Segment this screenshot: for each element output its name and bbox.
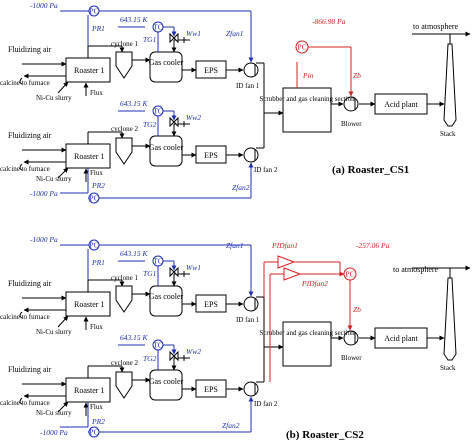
pc-label: PC xyxy=(89,7,98,16)
eps-label-2: EPS xyxy=(204,385,218,394)
cyclone-1-label: cyclone 1 xyxy=(111,40,139,48)
blower-label: Blower xyxy=(341,120,362,128)
stack-label: Stack xyxy=(440,130,456,138)
p-r2-label: PR2 xyxy=(91,181,105,190)
roaster-2-label: Roaster 1 xyxy=(74,152,104,161)
w-w1-label: Ww1 xyxy=(186,263,201,272)
p-idfan1-label: PIDfan1 xyxy=(271,241,298,250)
slurry-label-2: Ni-Cu slurry xyxy=(36,175,72,183)
roaster-2-label: Roaster 1 xyxy=(74,386,104,395)
roaster-1-label: Roaster 1 xyxy=(74,300,104,309)
id-fan-2-label: ID fan 2 xyxy=(254,400,278,408)
w-w2-label: Ww2 xyxy=(186,347,201,356)
z-b-label: Zb xyxy=(353,305,361,314)
z-fan2-label: Zfan2 xyxy=(222,421,240,430)
calcine-label-2: calcine to furnace xyxy=(0,165,50,173)
eps-label-2: EPS xyxy=(204,151,218,160)
fluidizing-air-2: Fluidizing air xyxy=(8,131,52,140)
calcine-label-1: calcine to furnace xyxy=(0,79,50,87)
scrubber-label: Scrubber and gas cleaning section xyxy=(259,95,355,103)
pc-label-2: PC xyxy=(89,428,98,437)
p-r2-label: PR2 xyxy=(91,417,105,426)
gas-cooler-label-2: Gas cooler xyxy=(149,377,184,386)
gas-cooler-label-2: Gas cooler xyxy=(149,143,184,152)
p-r1-label: PR1 xyxy=(91,258,105,267)
stack-label: Stack xyxy=(440,364,456,372)
fluidizing-air-1: Fluidizing air xyxy=(8,279,52,288)
acid-plant-label: Acid plant xyxy=(384,334,418,343)
panel-a: -1000 Pa PC PR1 643.15 K TC TG1 Ww1 Zfan… xyxy=(0,1,470,203)
roaster-1-label: Roaster 1 xyxy=(74,66,104,75)
panel-b-title: (b) Roaster_CS2 xyxy=(286,429,364,441)
tc-label-2: TC xyxy=(153,341,163,350)
pc-label-2: PC xyxy=(89,194,98,203)
z-fan2-label: Zfan2 xyxy=(232,183,250,192)
fluidizing-air-1: Fluidizing air xyxy=(8,45,52,54)
pc-label: PC xyxy=(89,241,98,250)
slurry-label-1: Ni-Cu slurry xyxy=(36,328,72,336)
red-setpoint: -257.06 Pa xyxy=(356,241,390,250)
cyclone-1-label: cyclone 1 xyxy=(111,274,139,282)
z-fan1-label: Zfan1 xyxy=(226,29,244,38)
red-pc-label: PC xyxy=(297,43,306,52)
flux-label-1: Flux xyxy=(90,89,103,97)
id-fan-1-label: ID fan 1 xyxy=(236,82,260,90)
panel-b: -1000 Pa PC PR1 643.15 K TC TG1 Ww1 Zfan… xyxy=(0,235,470,441)
cyclone-2-label: cyclone 2 xyxy=(111,359,139,367)
pressure-setpoint-bottom: -1000 Pa xyxy=(40,428,68,437)
flux-label-2: Flux xyxy=(90,169,103,177)
calcine-label-2: calcine to furnace xyxy=(0,399,50,407)
gas-cooler-label: Gas cooler xyxy=(149,292,184,301)
p-r1-label: PR1 xyxy=(91,24,105,33)
scrubber-label: Scrubber and gas cleaning section xyxy=(259,329,355,337)
temp-setpoint-1: 643.15 K xyxy=(120,15,149,24)
slurry-label-1: Ni-Cu slurry xyxy=(36,94,72,102)
temp-setpoint-2: 643.15 K xyxy=(120,99,149,108)
id-fan-1-label: ID fan 1 xyxy=(236,316,260,324)
pressure-setpoint-top: -1000 Pa xyxy=(30,1,58,10)
to-atmosphere-label: to atmosphere xyxy=(413,22,459,31)
red-setpoint: -866.98 Pa xyxy=(312,17,346,26)
id-fan-2-label: ID fan 2 xyxy=(254,166,278,174)
t-g2-label: TG2 xyxy=(143,354,157,363)
w-w1-label: Ww1 xyxy=(186,29,201,38)
pressure-setpoint-bottom: -1000 Pa xyxy=(30,189,58,198)
calcine-label-1: calcine to furnace xyxy=(0,313,50,321)
eps-label: EPS xyxy=(204,300,218,309)
red-pc-label: PC xyxy=(345,270,354,279)
w-w2-label: Ww2 xyxy=(186,113,201,122)
gas-cooler-label: Gas cooler xyxy=(149,58,184,67)
cyclone-2-label: cyclone 2 xyxy=(111,125,139,133)
temp-setpoint-1: 643.15 K xyxy=(120,249,149,258)
flux-label-2: Flux xyxy=(90,403,103,411)
tc-label: TC xyxy=(153,257,163,266)
eps-label: EPS xyxy=(204,66,218,75)
z-fan1-label: Zfan1 xyxy=(226,241,244,250)
acid-plant-label: Acid plant xyxy=(384,100,418,109)
tc-label: TC xyxy=(153,23,163,32)
fluidizing-air-2: Fluidizing air xyxy=(8,365,52,374)
p-in-label: Pin xyxy=(302,71,314,80)
z-b-label: Zb xyxy=(353,71,361,80)
p-idfan2-label: PIDfan2 xyxy=(301,279,328,288)
flux-label-1: Flux xyxy=(90,323,103,331)
to-atmosphere-label: to atmosphere xyxy=(393,265,439,274)
tc-label-2: TC xyxy=(153,107,163,116)
t-g2-label: TG2 xyxy=(143,120,157,129)
blower-label: Blower xyxy=(341,354,362,362)
red-pc-controller xyxy=(343,267,357,281)
panel-a-title: (a) Roaster_CS1 xyxy=(332,164,409,176)
red-pc-controller xyxy=(295,40,309,54)
slurry-label-2: Ni-Cu slurry xyxy=(36,409,72,417)
t-g1-label: TG1 xyxy=(143,35,156,44)
t-g1-label: TG1 xyxy=(143,269,156,278)
pressure-setpoint-top: -1000 Pa xyxy=(30,235,58,244)
temp-setpoint-2: 643.15 K xyxy=(120,333,149,342)
